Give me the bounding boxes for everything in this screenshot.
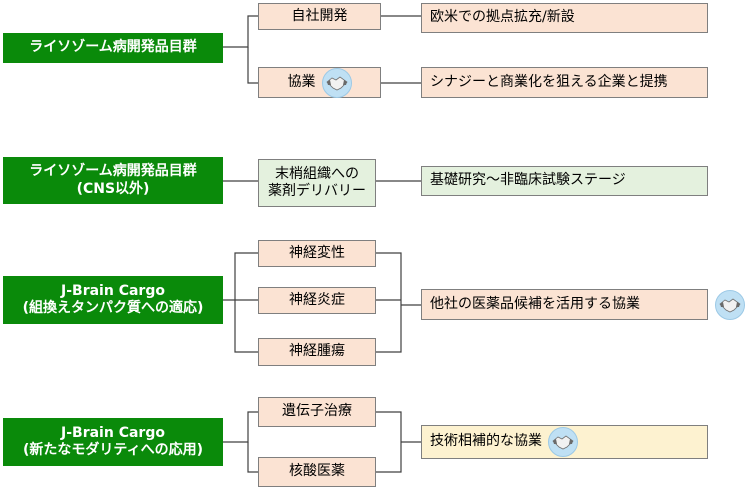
outcome-label: 基礎研究～非臨床試験ステージ (430, 172, 626, 189)
branch-nucleic-acid: 核酸医薬 (258, 457, 376, 487)
source-label: ライソゾーム病開発品目群 (29, 163, 197, 179)
source-box-lsd: ライソゾーム病開発品目群 (3, 33, 223, 63)
source-box-jbc-protein: J-Brain Cargo (組換えタンパク質への適応) (3, 276, 223, 324)
outcome-label: 技術相補的な協業 (430, 433, 542, 450)
branch-label: 協業 (287, 73, 316, 90)
branch-label: 神経炎症 (289, 291, 345, 308)
source-label: J-Brain Cargo (61, 424, 165, 441)
outcome-box: シナジーと商業化を狙える企業と提携 (421, 67, 708, 98)
outcome-box: 欧米での拠点拡充/新設 (421, 3, 708, 33)
source-box-lsd-non-cns: ライソゾーム病開発品目群 (CNS以外) (3, 157, 223, 204)
branch-label: 神経腫瘍 (289, 343, 345, 360)
branch-label: 神経変性 (289, 244, 345, 261)
source-label: J-Brain Cargo (61, 282, 165, 299)
outcome-label: 欧米での拠点拡充/新設 (430, 9, 575, 26)
branch-label: 核酸医薬 (289, 463, 345, 480)
connector (247, 442, 258, 473)
connector (376, 411, 402, 473)
handshake-icon (321, 67, 352, 98)
outcome-label: 他社の医薬品候補を活用する協業 (430, 295, 640, 312)
branch-label: 薬剤デリバリー (268, 183, 366, 199)
branch-peripheral-delivery: 末梢組織への 薬剤デリバリー (258, 159, 376, 207)
connector (247, 47, 258, 84)
handshake-icon (548, 427, 578, 457)
branch-label: 遺伝子治療 (282, 403, 352, 420)
branch-neuroinflammation: 神経炎症 (258, 287, 376, 314)
branch-gene-therapy: 遺伝子治療 (258, 397, 376, 427)
source-box-jbc-modality: J-Brain Cargo (新たなモダリティへの応用) (3, 418, 223, 466)
source-sublabel: (組換えタンパク質への適応) (22, 300, 204, 316)
branch-in-house: 自社開発 (258, 3, 381, 30)
branch-label: 末梢組織への (275, 165, 359, 182)
connector (223, 411, 258, 443)
outcome-box: 基礎研究～非臨床試験ステージ (421, 166, 708, 196)
branch-neurodegeneration: 神経変性 (258, 240, 376, 267)
branch-label: 自社開発 (291, 7, 348, 24)
outcome-label: シナジーと商業化を狙える企業と提携 (430, 73, 668, 90)
outcome-box: 技術相補的な協業 (421, 425, 708, 459)
connector (223, 15, 258, 48)
branch-collaboration: 協業 (258, 67, 381, 98)
source-sublabel: (CNS以外) (76, 180, 150, 197)
connector (376, 252, 402, 353)
connector (234, 252, 258, 353)
handshake-icon (715, 290, 745, 320)
source-label: ライソゾーム病開発品目群 (29, 39, 197, 56)
branch-neurooncology: 神経腫瘍 (258, 338, 376, 366)
source-sublabel: (新たなモダリティへの応用) (23, 442, 203, 458)
outcome-box: 他社の医薬品候補を活用する協業 (421, 289, 708, 320)
